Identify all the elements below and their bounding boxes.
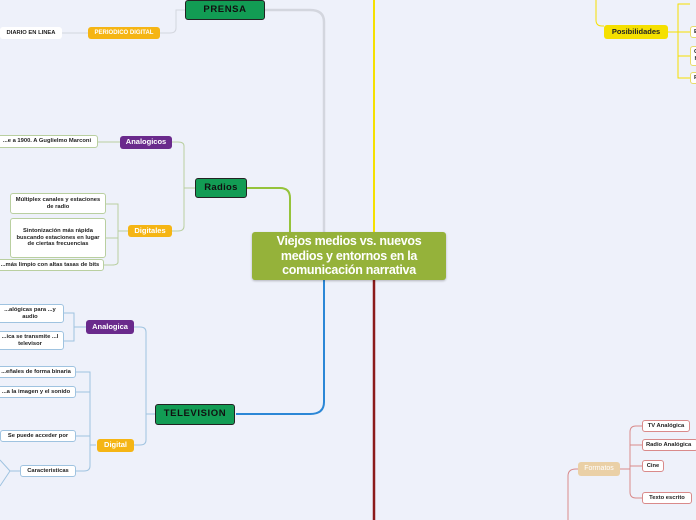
diario-en-linea-node[interactable]: DIARIO EN LINEA	[0, 27, 62, 39]
cine-leaf-label: Cine	[646, 462, 660, 469]
prensa-sub-connector	[160, 9, 186, 34]
digitales-leaf-connectors	[104, 203, 128, 266]
digitales-node[interactable]: Digitales	[128, 225, 172, 237]
radios-node[interactable]: Radios	[195, 178, 247, 198]
prensa-connector	[264, 8, 326, 232]
digitales-connector	[172, 188, 185, 232]
television-node[interactable]: TELEVISION	[155, 404, 235, 425]
radio-analogica-leaf[interactable]: Radio Analógica	[642, 439, 696, 451]
acceder-por-leaf[interactable]: Se puede acceder por	[0, 430, 76, 442]
analogica-node[interactable]: Analogica	[86, 320, 134, 334]
posibilidades-leaf-f[interactable]: F	[690, 72, 696, 84]
formatos-leaf-connectors	[620, 425, 642, 499]
imagen-sonido-leaf[interactable]: ...a la imagen y el sonido	[0, 386, 76, 398]
acceder-por-leaf-label: Se puede acceder por	[7, 432, 69, 439]
posibilidades-leaf-connectors	[595, 0, 690, 79]
periodico-digital-label: PERIODICO DIGITAL	[94, 29, 154, 36]
caracteristicas-connectors	[0, 459, 20, 487]
digitales-label: Digitales	[134, 225, 166, 235]
sintonizacion-leaf-label: Sintonización más rápida buscando estaci…	[16, 228, 100, 248]
analogicos-label: Analogicos	[125, 137, 167, 147]
periodico-digital-node[interactable]: PERIODICO DIGITAL	[88, 27, 160, 39]
formatos-label: Formatos	[584, 464, 614, 472]
binaria-leaf-label: ...eñales de forma binaria	[1, 368, 71, 375]
tasas-bits-leaf[interactable]: ...más limpio con altas tasas de bits	[0, 259, 104, 271]
sintonizacion-leaf[interactable]: Sintonización más rápida buscando estaci…	[10, 218, 106, 258]
marconi-leaf-label: ...e a 1900. A Guglielmo Marconi	[2, 138, 92, 145]
binaria-leaf[interactable]: ...eñales de forma binaria	[0, 366, 76, 378]
caracteristicas-leaf-label: Caracteristicas	[27, 467, 69, 474]
posibilidades-leaf-e-label: E	[694, 28, 696, 35]
digital-leaf-connectors	[76, 371, 96, 472]
transmite-televisor-leaf-label: ...ica se transmite ...l televisor	[1, 333, 59, 347]
analogica-leaf-connectors	[64, 312, 86, 342]
texto-escrito-leaf-label: Texto escrito	[649, 494, 685, 501]
prensa-label: PRENSA	[203, 3, 247, 15]
multiplex-leaf-label: Múltiplex canales y estaciones de radio	[15, 196, 101, 210]
analogicas-audio-leaf[interactable]: ...alógicas para ...y audio	[0, 304, 64, 323]
television-label: TELEVISION	[163, 408, 227, 420]
prensa-node[interactable]: PRENSA	[185, 0, 265, 20]
radios-connector	[246, 187, 291, 232]
tasas-bits-leaf-label: ...más limpio con altas tasas de bits	[0, 261, 100, 268]
central-topic-title: Viejos medios vs. nuevos medios y entorn…	[276, 234, 422, 278]
analogica-connector	[134, 326, 156, 415]
central-topic[interactable]: Viejos medios vs. nuevos medios y entorn…	[252, 232, 446, 280]
analogicos-connector	[172, 141, 196, 189]
marconi-leaf[interactable]: ...e a 1900. A Guglielmo Marconi	[0, 135, 98, 148]
posibilidades-label: Posibilidades	[611, 26, 661, 36]
analogica-label: Analogica	[92, 321, 128, 331]
digital-label: Digital	[104, 440, 127, 450]
posibilidades-leaf-f-label: F	[694, 74, 696, 81]
radio-analogica-leaf-label: Radio Analógica	[646, 441, 692, 448]
texto-escrito-leaf[interactable]: Texto escrito	[642, 492, 692, 504]
analogicas-audio-leaf-label: ...alógicas para ...y audio	[4, 306, 56, 320]
imagen-sonido-leaf-label: ...a la imagen y el sonido	[1, 388, 71, 395]
radios-label: Radios	[204, 181, 238, 193]
posibilidades-node[interactable]: Posibilidades	[604, 25, 668, 39]
tv-analogica-leaf-label: TV Analógica	[647, 422, 685, 429]
posibilidades-leaf-g-label: G h	[694, 49, 696, 62]
multiplex-leaf[interactable]: Múltiplex canales y estaciones de radio	[10, 193, 106, 214]
digital-node[interactable]: Digital	[97, 439, 134, 452]
digital-connector	[134, 414, 147, 446]
formatos-connector	[567, 468, 578, 520]
analogicos-node[interactable]: Analogicos	[120, 136, 172, 149]
television-connector	[236, 280, 325, 415]
posibilidades-leaf-g[interactable]: G h	[690, 46, 696, 66]
caracteristicas-leaf[interactable]: Caracteristicas	[20, 465, 76, 477]
posibilidades-leaf-e[interactable]: E	[690, 26, 696, 38]
cine-leaf[interactable]: Cine	[642, 460, 664, 472]
tv-analogica-leaf[interactable]: TV Analógica	[642, 420, 690, 432]
formatos-node[interactable]: Formatos	[578, 462, 620, 476]
transmite-televisor-leaf[interactable]: ...ica se transmite ...l televisor	[0, 331, 64, 350]
diario-en-linea-label: DIARIO EN LINEA	[6, 29, 56, 36]
